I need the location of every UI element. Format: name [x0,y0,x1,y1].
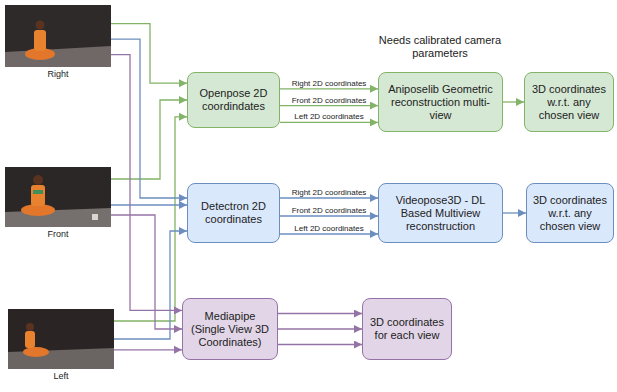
edge-label: Left 2D coordinates [293,112,364,121]
process-box: Mediapipe (Single View 3D Coordinates) [182,298,278,360]
photo-floor [8,348,114,369]
box-text: 3D coordinates w.r.t. any chosen view [532,194,608,233]
process-box: Openpose 2D coordindates [187,72,280,128]
box-text: Mediapipe (Single View 3D Coordinates) [188,310,272,349]
camera-photo: Right [5,5,111,67]
right-photo [5,5,111,67]
photo-backdrop [5,5,111,67]
view-label: Right [5,69,111,79]
floor-object [92,214,98,220]
edge-label: Front 2D coordinates [291,96,368,105]
figure-head [36,21,45,30]
figure-head [26,323,34,331]
camera-photo: Front [5,167,111,227]
edge-label: Right 2D coordinates [291,188,368,197]
box-text: Videopose3D - DL Based Multiview reconst… [384,194,497,233]
figure-torso [31,185,45,206]
figure-torso [25,331,35,348]
figure-legs [23,347,49,357]
process-box: Videopose3D - DL Based Multiview reconst… [378,183,503,243]
photo-backdrop [5,167,111,227]
camera-photo: Left [8,309,114,369]
connector [111,24,187,84]
output-box: 3D coordinates w.r.t. any chosen view [524,72,614,132]
connector [114,349,182,350]
figure-torso [34,30,46,51]
connector [278,344,362,345]
connector [111,215,182,329]
output-box: 3D coordinates for each view [362,298,452,360]
connector [111,204,187,205]
box-text: Aniposelib Geometric reconstruction mult… [384,83,497,122]
connector [280,233,378,234]
connector [280,215,378,216]
edge-label: Left 2D coordinates [293,224,364,233]
connector [278,313,362,314]
photo-floor [5,46,111,67]
view-label: Left [8,371,114,381]
photo-floor [5,208,111,227]
connector [111,39,187,198]
figure-head [33,175,43,185]
connector [114,117,187,321]
box-text: 3D coordinates w.r.t. any chosen view [530,83,608,122]
box-text: 3D coordinates for each view [368,316,446,342]
edge-label: Front 2D coordinates [291,206,368,215]
connector [503,101,524,102]
box-text: Detectron 2D coordinates [193,200,274,226]
connector [280,197,378,198]
connector [280,122,378,123]
connector [503,212,526,213]
connector [280,88,378,89]
photo-backdrop [8,309,114,369]
view-label: Front [5,229,111,239]
connector [114,231,187,339]
connector [280,105,378,106]
figure-sash [33,190,43,194]
connector-group [111,24,526,350]
connector [111,55,182,311]
edge-label: Right 2D coordinates [291,79,368,88]
left-photo [8,309,114,369]
connector [278,328,362,329]
output-box: 3D coordinates w.r.t. any chosen view [526,183,614,243]
process-box: Aniposelib Geometric reconstruction mult… [378,72,503,132]
note-text: Needs calibrated camera parameters [372,34,508,60]
front-photo [5,167,111,227]
process-box: Detectron 2D coordinates [187,183,280,243]
box-text: Openpose 2D coordindates [193,87,274,113]
